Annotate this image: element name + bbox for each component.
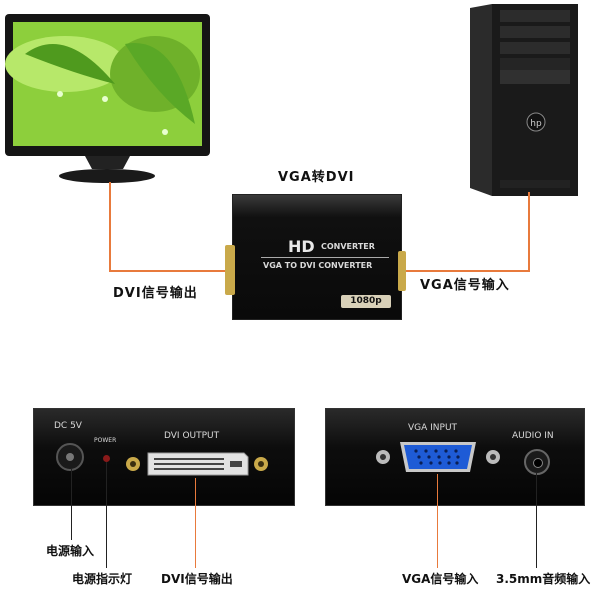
brand-underline: [261, 257, 389, 258]
input-panel: VGA INPUT AUDIO IN: [325, 408, 585, 506]
dc-label: DC 5V: [54, 421, 82, 431]
callout-line-power-input: [71, 468, 72, 540]
callout-line-power-led: [106, 462, 107, 568]
callout-line-vga: [437, 474, 438, 568]
dvi-port-illustration: [126, 452, 268, 476]
vga-side-connector: [398, 251, 406, 291]
audio-jack: [524, 449, 550, 475]
resolution-text: 1080p: [350, 296, 382, 306]
vga-input-label: VGA信号输入: [420, 278, 510, 293]
monitor: [5, 14, 210, 184]
monitor-illustration: [5, 14, 210, 183]
svg-text:hp: hp: [530, 119, 542, 129]
wire-monitor-horizontal: [109, 270, 231, 272]
callout-line-dvi: [195, 478, 196, 568]
wire-monitor-vertical: [109, 182, 111, 272]
wire-pc-vertical: [528, 192, 530, 272]
callout-line-audio: [536, 472, 537, 568]
power-led: [103, 455, 110, 462]
dvi-port: [126, 449, 268, 479]
converter-box: HD CONVERTER VGA TO DVI CONVERTER 1080p: [225, 194, 406, 320]
vga-in-label: VGA信号输入: [402, 572, 479, 586]
vga-input-port-label: VGA INPUT: [408, 423, 458, 433]
vga-port: [374, 439, 502, 475]
converter-title: VGA转DVI: [278, 170, 355, 185]
resolution-badge: 1080p: [341, 295, 391, 308]
output-panel: DC 5V POWER DVI OUTPUT: [33, 408, 295, 506]
power-input-label: 电源输入: [46, 544, 95, 558]
pc-tower: hp: [470, 4, 580, 196]
wire-pc-horizontal: [400, 270, 530, 272]
vga-port-illustration: [376, 442, 500, 472]
dvi-out-label: DVI信号输出: [161, 572, 233, 586]
dc-jack: [56, 443, 84, 471]
audio-in-port-label: AUDIO IN: [512, 431, 554, 441]
power-label: POWER: [94, 437, 117, 444]
dvi-side-connector: [225, 245, 235, 295]
power-led-label: 电源指示灯: [72, 572, 133, 586]
brand-hd: HD: [288, 237, 315, 256]
dvi-output-label: DVI信号输出: [113, 286, 198, 301]
brand-converter: CONVERTER: [321, 242, 375, 251]
dvi-output-port-label: DVI OUTPUT: [164, 431, 220, 441]
audio-in-label: 3.5mm音频输入: [496, 572, 591, 586]
model-line: VGA TO DVI CONVERTER: [263, 261, 373, 270]
pc-tower-illustration: hp: [470, 4, 578, 196]
